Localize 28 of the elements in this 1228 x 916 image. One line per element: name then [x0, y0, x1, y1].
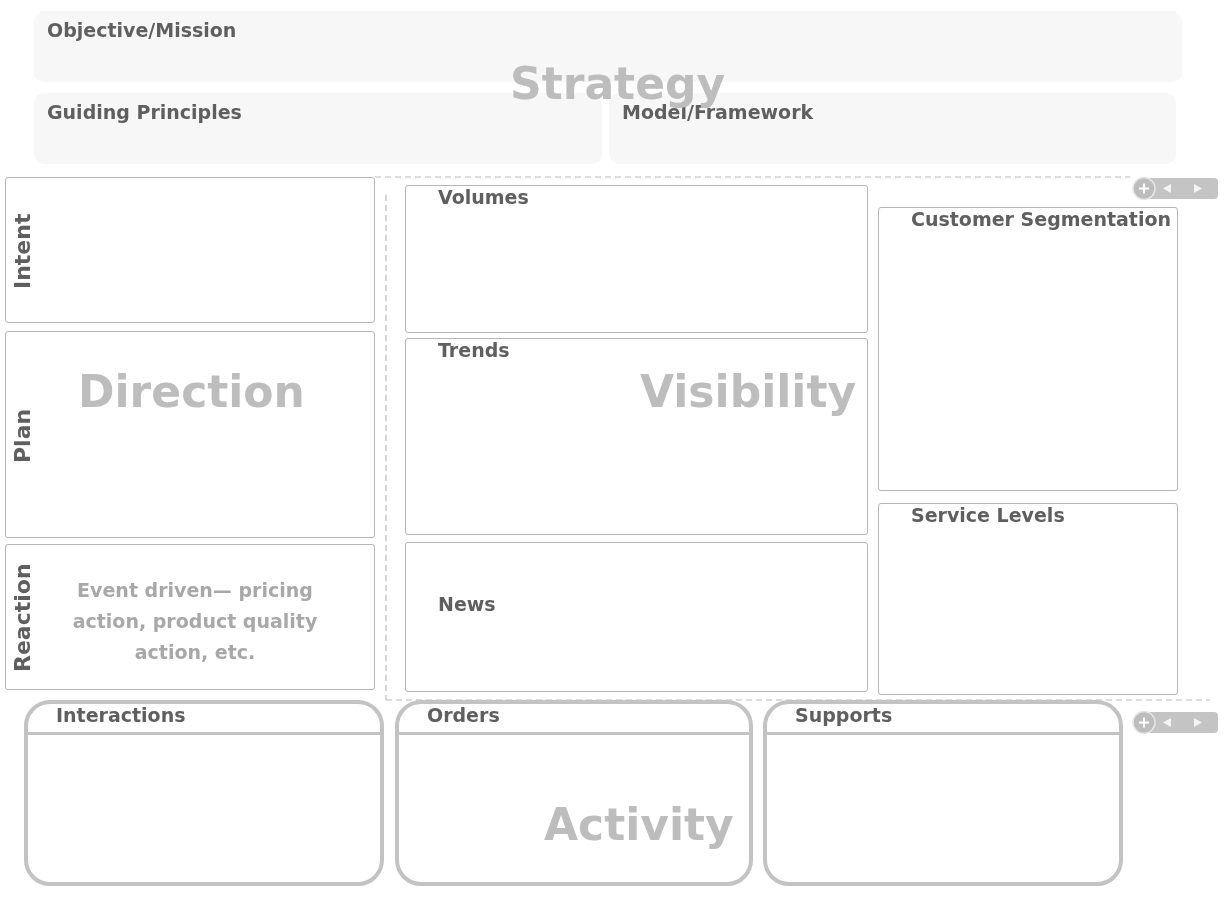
trends-panel: [405, 338, 868, 535]
area-title: Visibility: [640, 366, 857, 417]
section-heading: News: [438, 593, 496, 615]
row-heading: Plan: [10, 407, 35, 465]
orders-card: [395, 700, 753, 886]
volumes-panel: [405, 185, 868, 333]
area-title: Activity: [544, 799, 734, 850]
section-heading: Objective/Mission: [47, 19, 237, 41]
note-text: Event driven— pricing action, product quality action, etc.: [71, 578, 319, 665]
section-heading: Trends: [438, 339, 510, 361]
row-heading: Reaction: [10, 562, 35, 675]
area-title: Direction: [78, 366, 305, 417]
interactions-card: [24, 700, 384, 886]
section-heading: Orders: [427, 704, 500, 726]
news-panel: [405, 542, 868, 692]
plan-panel: [5, 331, 375, 538]
section-heading: Volumes: [438, 186, 529, 208]
intent-panel: [5, 177, 375, 323]
service-panel: [878, 503, 1178, 695]
section-heading: Guiding Principles: [47, 101, 242, 123]
section-heading: Interactions: [56, 704, 186, 726]
section-heading: Customer Segmentation: [911, 208, 1172, 230]
segmentation-panel: [878, 207, 1178, 491]
supports-card: [763, 700, 1123, 886]
reaction-panel: [5, 544, 375, 690]
section-heading: Supports: [795, 704, 893, 726]
row-heading: Intent: [10, 212, 35, 291]
section-heading: Service Levels: [911, 504, 1065, 526]
